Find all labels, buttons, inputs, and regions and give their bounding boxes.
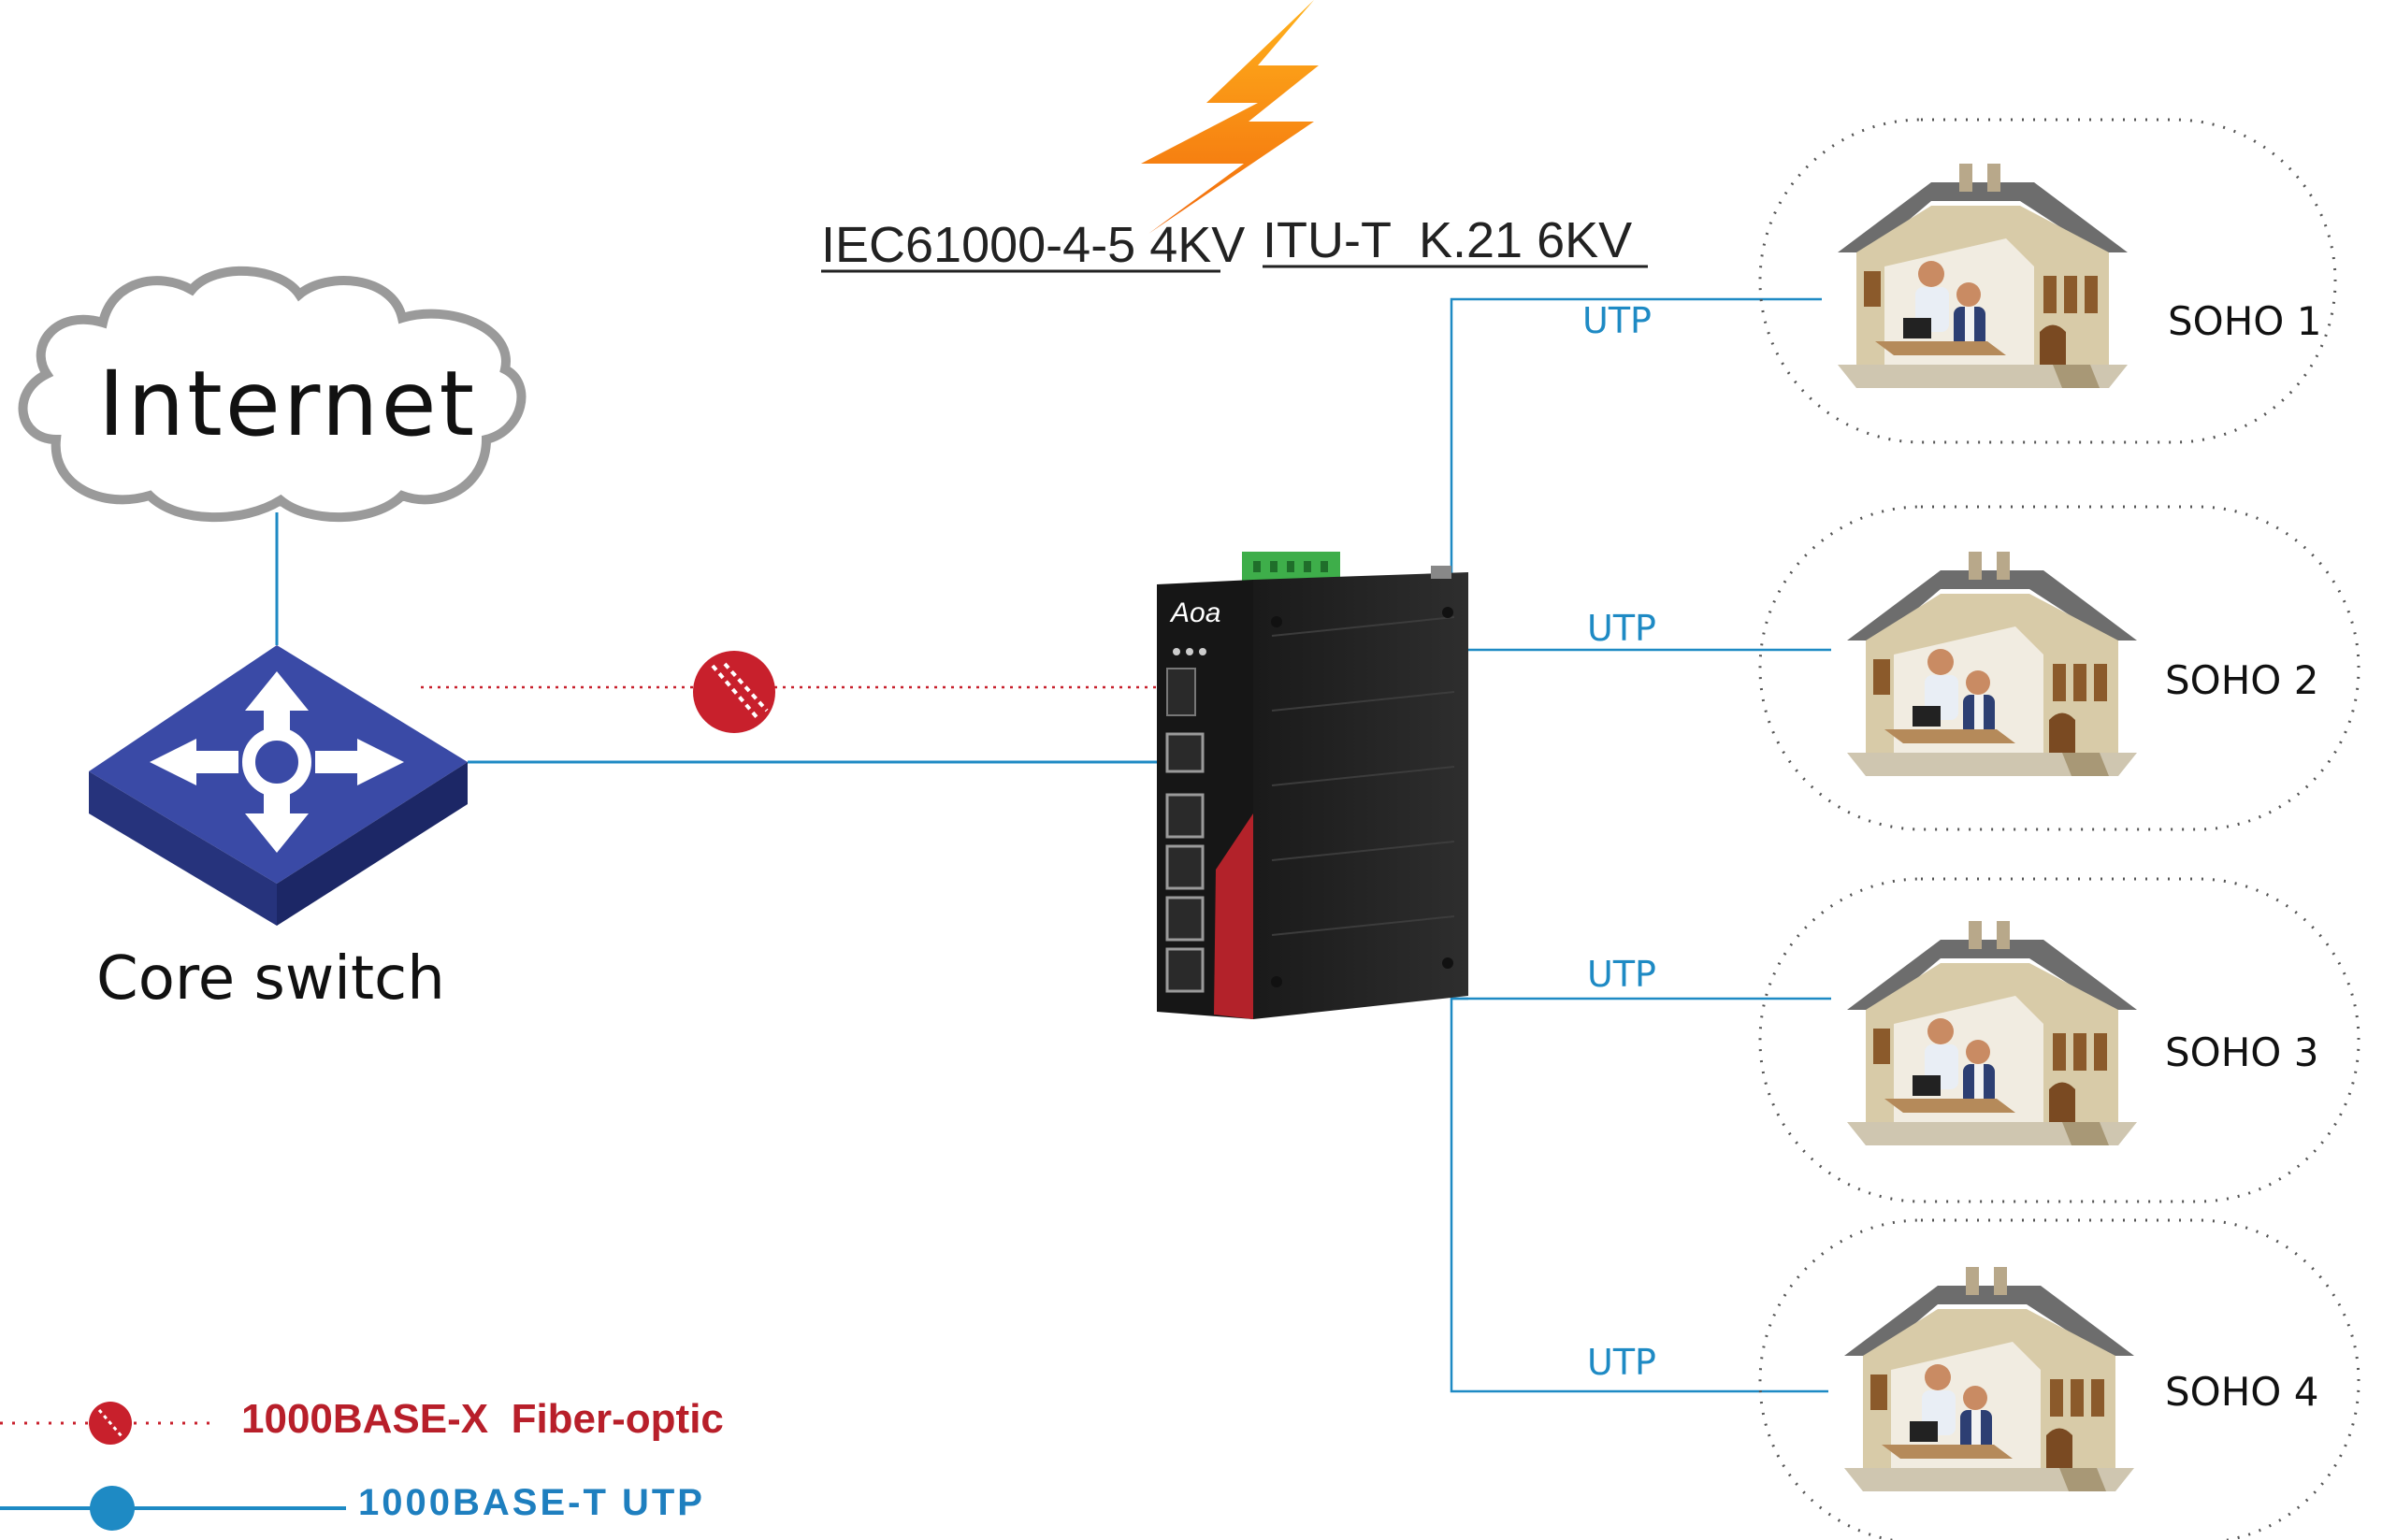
soho-1-label: SOHO 1 — [2168, 298, 2321, 344]
utp-label-soho1: UTP — [1582, 300, 1652, 341]
soho3-4-trunk-line — [1450, 997, 1828, 1393]
surge-standard-iec: IEC61000-4-5 4KV — [821, 217, 1245, 273]
core-switch-label: Core switch — [96, 944, 445, 1014]
soho-3: SOHO 3 — [1758, 877, 2360, 1203]
fiber-marker-icon — [693, 651, 775, 733]
soho-4-house-icon — [1844, 1267, 2134, 1491]
surge-standard-itu: ITU-T K.21 6KV — [1263, 212, 1632, 268]
industrial-switch-device: Aoa — [1157, 552, 1468, 1019]
internet-cloud: Internet — [18, 266, 527, 523]
cloud-icon — [18, 266, 527, 523]
legend-utp-marker-icon — [90, 1486, 135, 1531]
lightning-bolt-icon — [1141, 0, 1319, 234]
soho-2-boundary — [1758, 505, 2360, 831]
internet-label: Internet — [98, 352, 477, 456]
soho-2: SOHO 2 — [1758, 505, 2360, 831]
utp-label-soho3: UTP — [1587, 954, 1656, 995]
device-brand-logo: Aoa — [1169, 597, 1220, 628]
legend: 1000BASE-X Fiber-optic 1000BASE-T UTP — [0, 1396, 724, 1531]
soho1-link-line — [1450, 297, 1822, 575]
legend-fiber-marker-icon — [89, 1402, 132, 1445]
rj45-ports — [1165, 732, 1205, 993]
legend-fiber-label: 1000BASE-X Fiber-optic — [241, 1396, 724, 1442]
core-switch-icon — [89, 645, 468, 926]
utp-label-soho4: UTP — [1587, 1342, 1656, 1383]
soho-3-label: SOHO 3 — [2165, 1029, 2318, 1075]
connection-lines — [275, 297, 1831, 1393]
soho-1-boundary — [1758, 118, 2337, 444]
soho-2-label: SOHO 2 — [2165, 657, 2318, 703]
soho-1-house-icon — [1838, 164, 2128, 388]
soho-4-label: SOHO 4 — [2165, 1369, 2318, 1415]
soho-1: SOHO 1 — [1758, 118, 2337, 444]
core-switch: Core switch — [89, 645, 468, 1014]
utp-labels: UTP UTP UTP UTP — [1582, 300, 1656, 1383]
sfp-port — [1166, 668, 1196, 716]
utp-label-soho2: UTP — [1587, 608, 1656, 649]
soho-2-house-icon — [1847, 552, 2137, 776]
surge-protection-header: IEC61000-4-5 4KV ITU-T K.21 6KV — [821, 0, 1648, 273]
soho-3-house-icon — [1847, 921, 2137, 1145]
soho-3-boundary — [1758, 877, 2360, 1203]
soho-4: SOHO 4 — [1758, 1218, 2360, 1540]
legend-utp-label: 1000BASE-T UTP — [358, 1482, 705, 1523]
